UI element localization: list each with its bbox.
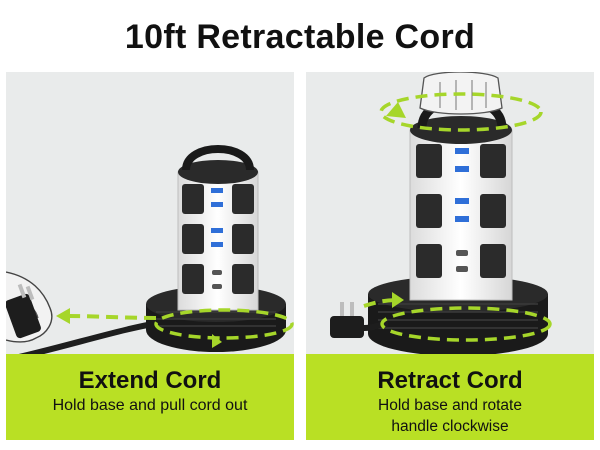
retract-cord-description-line1: Hold base and rotate: [378, 397, 522, 414]
outlet-row: [416, 244, 506, 278]
outlet-row: [182, 184, 254, 214]
rotate-base-arrow: [380, 306, 552, 342]
retract-cord-description-line2: handle clockwise: [391, 418, 509, 435]
extend-cord-panel: Extend Cord Hold base and pull cord out: [6, 72, 294, 440]
retract-cord-panel: Retract Cord Hold base and rotate handle…: [306, 72, 594, 440]
retract-cord-caption: Retract Cord Hold base and rotate handle…: [306, 354, 594, 440]
retract-cord-heading: Retract Cord: [377, 367, 523, 394]
extend-cord-description: Hold base and pull cord out: [52, 397, 248, 414]
extend-cord-illustration: [6, 145, 294, 363]
extend-cord-heading: Extend Cord: [78, 367, 222, 394]
plug-icon: [330, 302, 389, 338]
outlet-row: [416, 194, 506, 228]
outlet-row: [182, 224, 254, 254]
pull-arrow: [63, 314, 157, 320]
outlet-row: [182, 264, 254, 294]
retract-arrow: [363, 298, 399, 308]
tower-handle: [182, 145, 254, 171]
plug-icon: [6, 283, 41, 339]
outlet-row: [416, 144, 506, 178]
page-title: 10ft Retractable Cord: [124, 18, 476, 56]
rotate-arrow: [154, 308, 294, 340]
extend-cord-caption: Extend Cord Hold base and pull cord out: [6, 354, 294, 440]
retract-cord-illustration: [330, 72, 552, 356]
rotate-handle-arrow: [379, 92, 543, 132]
